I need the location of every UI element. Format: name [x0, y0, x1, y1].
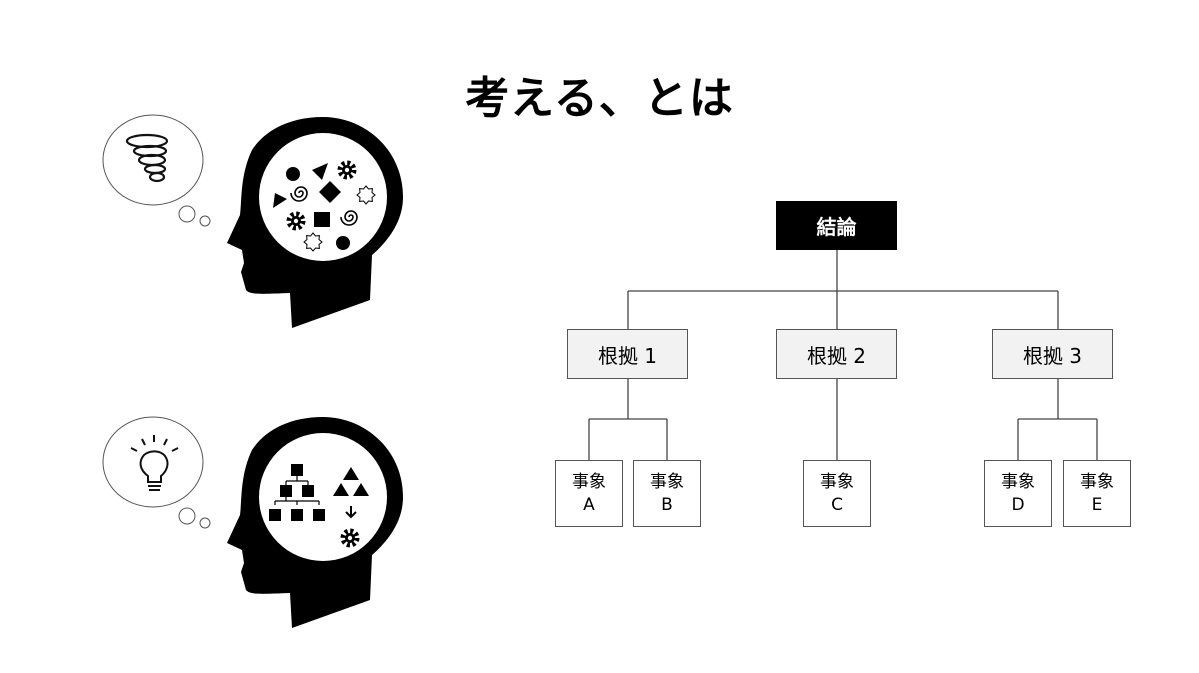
page-title: 考える、とは [465, 73, 734, 124]
organized-head-illustration [102, 416, 403, 628]
lightbulb-icon [130, 435, 179, 491]
fact-letter: B [661, 494, 673, 515]
fact-box-e: 事象 E [1063, 460, 1131, 527]
fact-box-a: 事象 A [555, 460, 623, 527]
fact-box-d: 事象 D [984, 460, 1052, 527]
fact-label: 事象 [650, 471, 684, 492]
fact-letter: E [1091, 494, 1103, 515]
conclusion-box: 結論 [776, 201, 897, 250]
fact-label: 事象 [820, 471, 854, 492]
fact-letter: D [1011, 494, 1025, 515]
confused-head-illustration [102, 114, 403, 328]
reason-box-2: 根拠 2 [776, 329, 897, 379]
organized-shapes-icon [269, 464, 369, 545]
fact-label: 事象 [1001, 471, 1035, 492]
reason-box-3: 根拠 3 [992, 329, 1113, 379]
tree-connectors [588, 250, 1098, 460]
fact-box-c: 事象 C [803, 460, 871, 527]
fact-letter: A [583, 494, 595, 515]
fact-label: 事象 [1080, 471, 1114, 492]
reason-box-1: 根拠 1 [567, 329, 688, 379]
fact-label: 事象 [572, 471, 606, 492]
chaotic-shapes-icon [273, 163, 376, 252]
tornado-icon [125, 133, 169, 183]
fact-letter: C [831, 494, 843, 515]
fact-box-b: 事象 B [633, 460, 701, 527]
